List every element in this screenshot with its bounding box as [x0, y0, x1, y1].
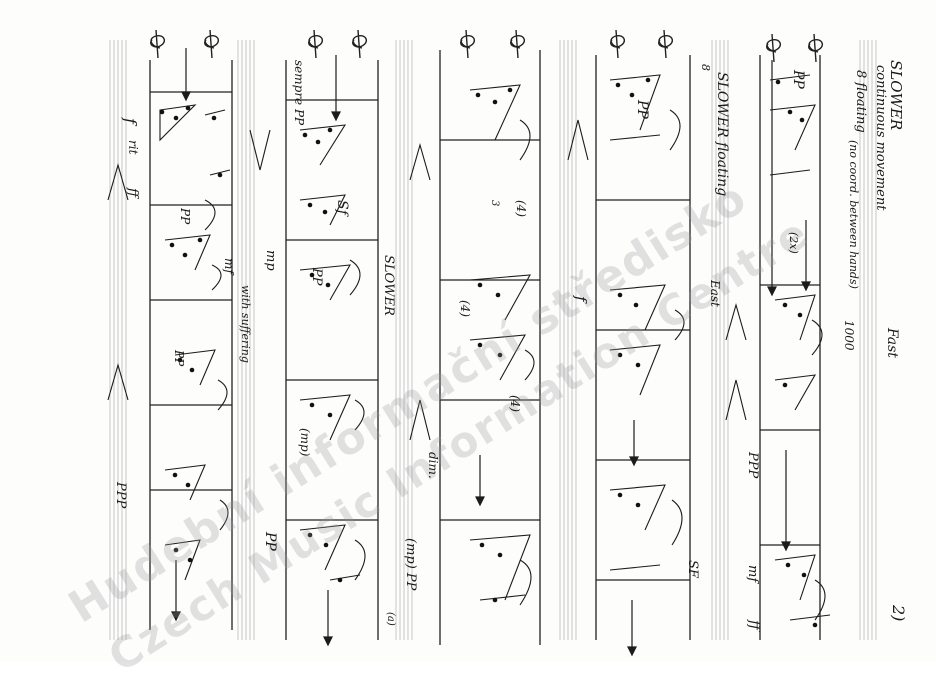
sys2-pp: PP [634, 100, 650, 119]
page-number: 2) [889, 605, 908, 622]
sys5-with-suffering: with suffering [239, 285, 252, 363]
treble-clefs [150, 29, 824, 63]
duration-arrows [171, 48, 811, 657]
sys5-ppp: PPP [113, 482, 128, 509]
sys1-pp: PP [790, 70, 806, 89]
sys5-ff: ff [125, 188, 140, 198]
sys5-pp2: PP [172, 350, 186, 367]
sys1-ppp: PPP [745, 452, 760, 479]
staff-group-3 [711, 40, 877, 640]
sys1-dur1000: 1000 [842, 320, 856, 351]
sys3-paren4b: (4) [458, 300, 472, 317]
sys4-sempre-pp: sempre PP [292, 60, 306, 126]
staff-group-1 [109, 40, 255, 640]
note-clusters [159, 74, 831, 621]
staff-group-2 [395, 40, 577, 640]
sys3-paren4a: (4) [514, 200, 528, 217]
sys3-paren4c: (4) [508, 395, 522, 412]
sys1-slower: SLOWER [887, 60, 905, 131]
sys1-repeat: (2x) [787, 232, 800, 254]
sys1-floating: 8 floating [853, 70, 868, 133]
sys2-sf: SF [685, 560, 700, 578]
staff-systems [107, 29, 877, 657]
sys4-mp2: (mp) [298, 428, 312, 457]
hairpins [107, 119, 747, 441]
sys1-ff: ff [746, 620, 762, 630]
sys2-eight: 8 [699, 64, 712, 71]
sys1-continuous: continuous movement [873, 65, 888, 211]
sys3-slower: SLOWER [381, 255, 396, 316]
sys4-ppp: PP [262, 532, 278, 551]
sys5-f: f [121, 118, 140, 124]
sys5-rit: rit [126, 140, 140, 155]
sys4-pp: PP [309, 268, 324, 286]
tempo-fast: Fast [884, 328, 900, 358]
barlines [149, 50, 821, 645]
sys3-mp-pp: (mp) PP [403, 538, 418, 591]
noteheads [159, 77, 818, 628]
sys4-a: (a) [385, 612, 396, 626]
sys5-pp: PP [178, 208, 192, 225]
sys3-dim: dim. [426, 452, 440, 479]
sys4-sf: Sf [334, 200, 350, 215]
sys2-slower-floating: SLOWER floating [714, 72, 730, 197]
sys1-coord: (no coord. between hands) [847, 140, 860, 289]
sys2-east: East [708, 280, 722, 307]
sys5-mf: mf [222, 258, 236, 274]
staff-lines [109, 40, 877, 640]
score-page: Hudební informační středisko Czech Music… [60, 29, 908, 682]
sys3-three: 3 [489, 200, 500, 207]
sys1-mf: mf [745, 565, 760, 583]
sys4-mp: mp [263, 250, 278, 271]
sys2-f: f [572, 296, 590, 302]
